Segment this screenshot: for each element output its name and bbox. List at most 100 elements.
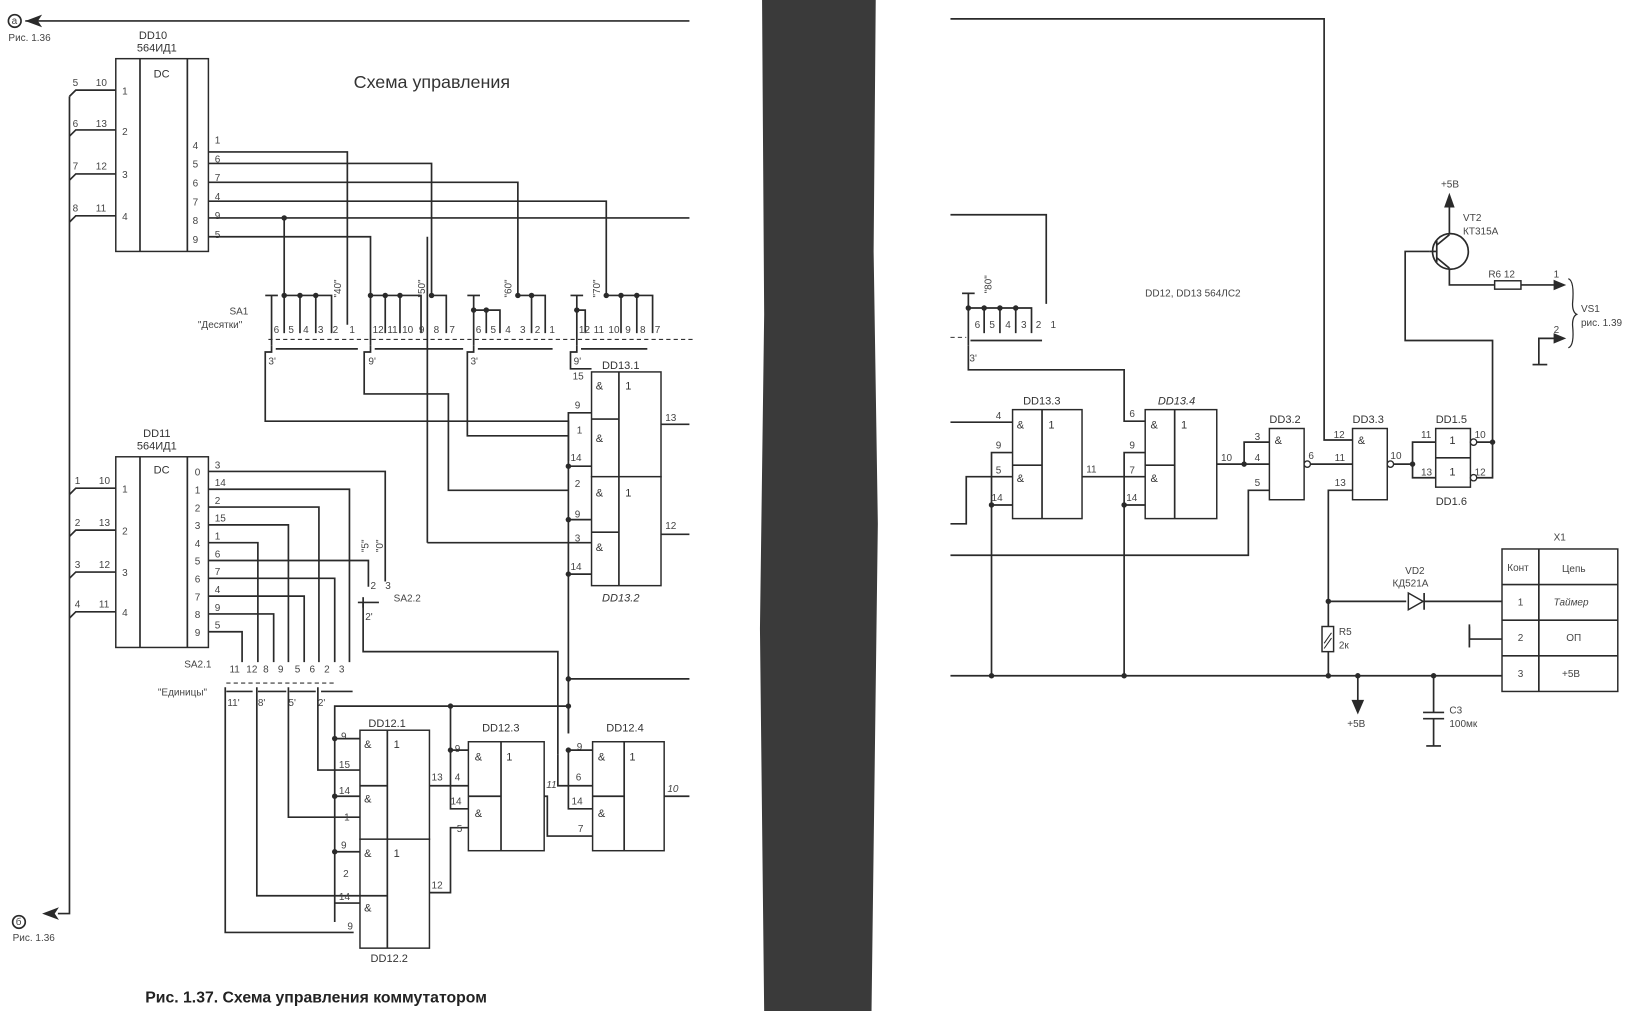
arrow-left-icon (25, 14, 43, 28)
junction-dot (988, 673, 995, 679)
wire (576, 309, 587, 334)
label: 5 (490, 325, 496, 336)
label: 8' (258, 698, 266, 709)
label: 7 (578, 824, 584, 835)
label: 1 (1048, 420, 1054, 432)
label: "5" (360, 539, 371, 552)
dd3-2-gate: DD3.2 & 3 4 5 6 (950, 414, 1353, 557)
wire (544, 795, 593, 837)
label: 9 (215, 603, 221, 614)
wire (517, 294, 547, 334)
label: 10 (96, 78, 108, 89)
label: 14 (339, 786, 351, 797)
wire (1123, 451, 1146, 676)
label: 5 (73, 78, 79, 89)
label: 12 (579, 325, 591, 336)
label: "60" (504, 279, 515, 298)
label: & (364, 794, 372, 806)
label: 5 (457, 824, 463, 835)
schematic-title: Схема управления (354, 72, 510, 92)
label: 9 (347, 921, 353, 932)
label: 6 (1308, 451, 1314, 462)
label: 3 (339, 665, 345, 676)
label: 3 (1255, 432, 1261, 443)
label: 6 (195, 575, 201, 586)
label: 1 (625, 488, 631, 500)
label: 11' (227, 698, 239, 709)
label: 7 (449, 325, 455, 336)
junction-dot (528, 292, 535, 299)
label: 9 (193, 235, 199, 246)
label: 8 (263, 665, 269, 676)
wire (990, 451, 1013, 676)
label: 4 (996, 411, 1002, 422)
wire (317, 687, 360, 771)
label: R6 12 (1488, 270, 1515, 281)
wire (1411, 464, 1436, 479)
label: 9' (368, 357, 376, 368)
label: 3' (470, 357, 478, 368)
label: 4 (215, 192, 221, 203)
c3-capacitor: C3 100мк (1423, 675, 1478, 747)
label: 12 (373, 325, 385, 336)
label: 4 (1005, 320, 1011, 331)
label: DD12.3 (482, 722, 519, 734)
dd10-func: DC (154, 69, 170, 81)
label: 13 (99, 518, 111, 529)
dd13-3-gate: DD13.3 && 1 4 9 5 14 11 (950, 395, 1146, 676)
label: 15 (573, 371, 585, 382)
wire (567, 411, 592, 734)
label: 2 (343, 869, 349, 880)
label: SA2.1 (184, 659, 212, 670)
junction-dot (1121, 673, 1127, 679)
junction-dot (565, 516, 572, 523)
label: 7 (215, 567, 221, 578)
junction-dot (281, 292, 287, 299)
wire (1321, 625, 1335, 653)
label: 1 (122, 86, 128, 97)
label: 11 (96, 204, 107, 215)
label: 2 (371, 581, 377, 592)
wire (255, 687, 360, 897)
label: & (364, 739, 372, 751)
label: 5 (288, 325, 294, 336)
dd11-outputs: 03 114 22 315 41 56 67 74 89 95 (195, 460, 387, 663)
connector-a-symbol: а (12, 16, 18, 27)
label: 1 (349, 325, 355, 336)
wire (1327, 489, 1353, 676)
wire (473, 309, 501, 334)
label: 4 (195, 539, 201, 550)
label: 14 (570, 453, 582, 464)
label: 2 (122, 526, 128, 537)
label: & (1017, 420, 1025, 432)
wire (359, 838, 431, 949)
arrow-left-icon (42, 907, 59, 920)
junction-dot (565, 463, 572, 469)
label: 11 (1421, 430, 1432, 441)
dd10-name: DD10 (139, 30, 167, 42)
label: DD1.6 (1436, 496, 1467, 508)
label: 7 (73, 162, 79, 173)
wire (208, 541, 259, 663)
r6-resistor: R6 12 (1488, 270, 1567, 291)
junction-dot (988, 502, 995, 508)
junction-dot (565, 676, 572, 682)
wire (449, 750, 469, 810)
label: 3 (385, 581, 391, 592)
label: 1 (1449, 467, 1455, 479)
label: 14 (450, 797, 462, 808)
wire (224, 687, 354, 934)
label: 4 (75, 600, 81, 611)
connector-b-circle (11, 914, 27, 930)
label: 9 (215, 211, 221, 222)
x1-header-net: Цепь (1562, 564, 1586, 575)
wire (359, 729, 431, 840)
label: 11 (387, 325, 398, 336)
label: 12 (432, 880, 444, 891)
junction-dot (1121, 502, 1127, 508)
wire (208, 162, 433, 296)
label: 6 (73, 119, 79, 130)
